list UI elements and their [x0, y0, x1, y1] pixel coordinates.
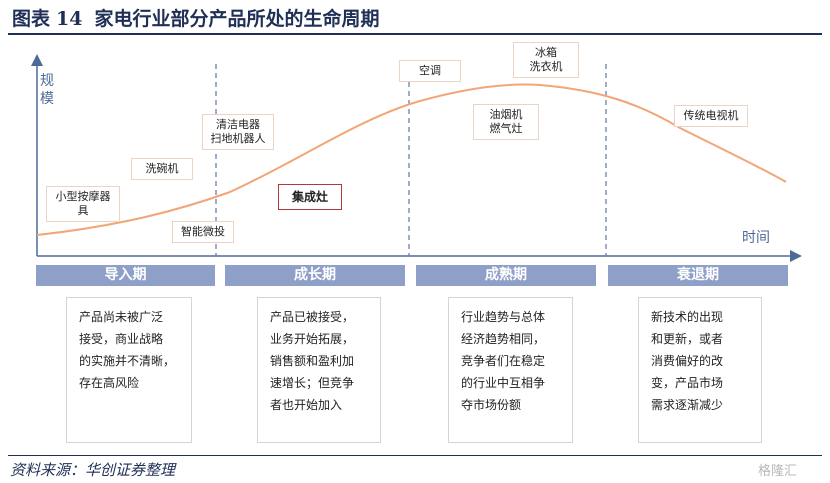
lifecycle-curve [36, 83, 787, 236]
desc-line: 和更新，或者 [651, 332, 724, 346]
y-axis-label: 规模 [40, 73, 54, 107]
desc-line: 经济趋势相同， [461, 332, 546, 346]
stage-maturity: 成熟期 [416, 265, 596, 286]
desc-line: 变，产品市场 [651, 376, 724, 390]
desc-line: 行业趋势与总体 [461, 310, 546, 324]
desc-line: 产品已被接受， [270, 310, 355, 324]
stage-maturity-desc: 行业趋势与总体 经济趋势相同， 竞争者们在稳定 的行业中互相争 夺市场份额 [448, 297, 573, 443]
desc-line: 接受，商业战略 [79, 332, 164, 346]
product-fridge-washer: 冰箱洗衣机 [513, 42, 579, 78]
figure-number: 14 [56, 8, 83, 30]
desc-line: 者也开始加入 [270, 398, 343, 412]
desc-line: 速增长；但竞争 [270, 376, 355, 390]
product-traditional-tv: 传统电视机 [674, 105, 748, 127]
desc-line: 需求逐渐减少 [651, 398, 724, 412]
title-rule [8, 33, 822, 35]
product-dishwasher: 洗碗机 [131, 158, 193, 180]
product-air-conditioner: 空调 [399, 60, 461, 82]
source-note: 资料来源：华创证券整理 [10, 461, 176, 479]
x-axis-label: 时间 [742, 230, 770, 246]
stage-growth: 成长期 [225, 265, 405, 286]
stage-decline-desc: 新技术的出现 和更新，或者 消费偏好的改 变，产品市场 需求逐渐减少 [638, 297, 762, 443]
product-massager: 小型按摩器具 [46, 186, 120, 222]
stage-introduction-desc: 产品尚未被广泛 接受，商业战略 的实施并不清晰， 存在高风险 [66, 297, 192, 443]
desc-line: 新技术的出现 [651, 310, 724, 324]
product-integrated-stove: 集成灶 [278, 184, 342, 210]
product-cleaning-appliances: 清洁电器扫地机器人 [202, 114, 274, 150]
desc-line: 存在高风险 [79, 376, 140, 390]
desc-line: 业务开始拓展， [270, 332, 355, 346]
stage-growth-desc: 产品已被接受， 业务开始拓展， 销售额和盈利加 速增长；但竞争 者也开始加入 [257, 297, 381, 443]
watermark: 格隆汇 [758, 464, 798, 479]
desc-line: 的行业中互相争 [461, 376, 546, 390]
desc-line: 消费偏好的改 [651, 354, 724, 368]
stage-decline: 衰退期 [608, 265, 788, 286]
figure-title-text: 家电行业部分产品所处的生命周期 [94, 8, 380, 30]
desc-line: 夺市场份额 [461, 398, 522, 412]
product-smart-projector: 智能微投 [172, 221, 234, 243]
stage-introduction: 导入期 [36, 265, 215, 286]
desc-line: 竞争者们在稳定 [461, 354, 546, 368]
desc-line: 的实施并不清晰， [79, 354, 176, 368]
desc-line: 产品尚未被广泛 [79, 310, 164, 324]
source-rule [8, 455, 822, 456]
desc-line: 销售额和盈利加 [270, 354, 355, 368]
product-range-hood-gas-stove: 油烟机燃气灶 [473, 104, 539, 140]
figure-title-prefix: 图表 [12, 8, 51, 30]
